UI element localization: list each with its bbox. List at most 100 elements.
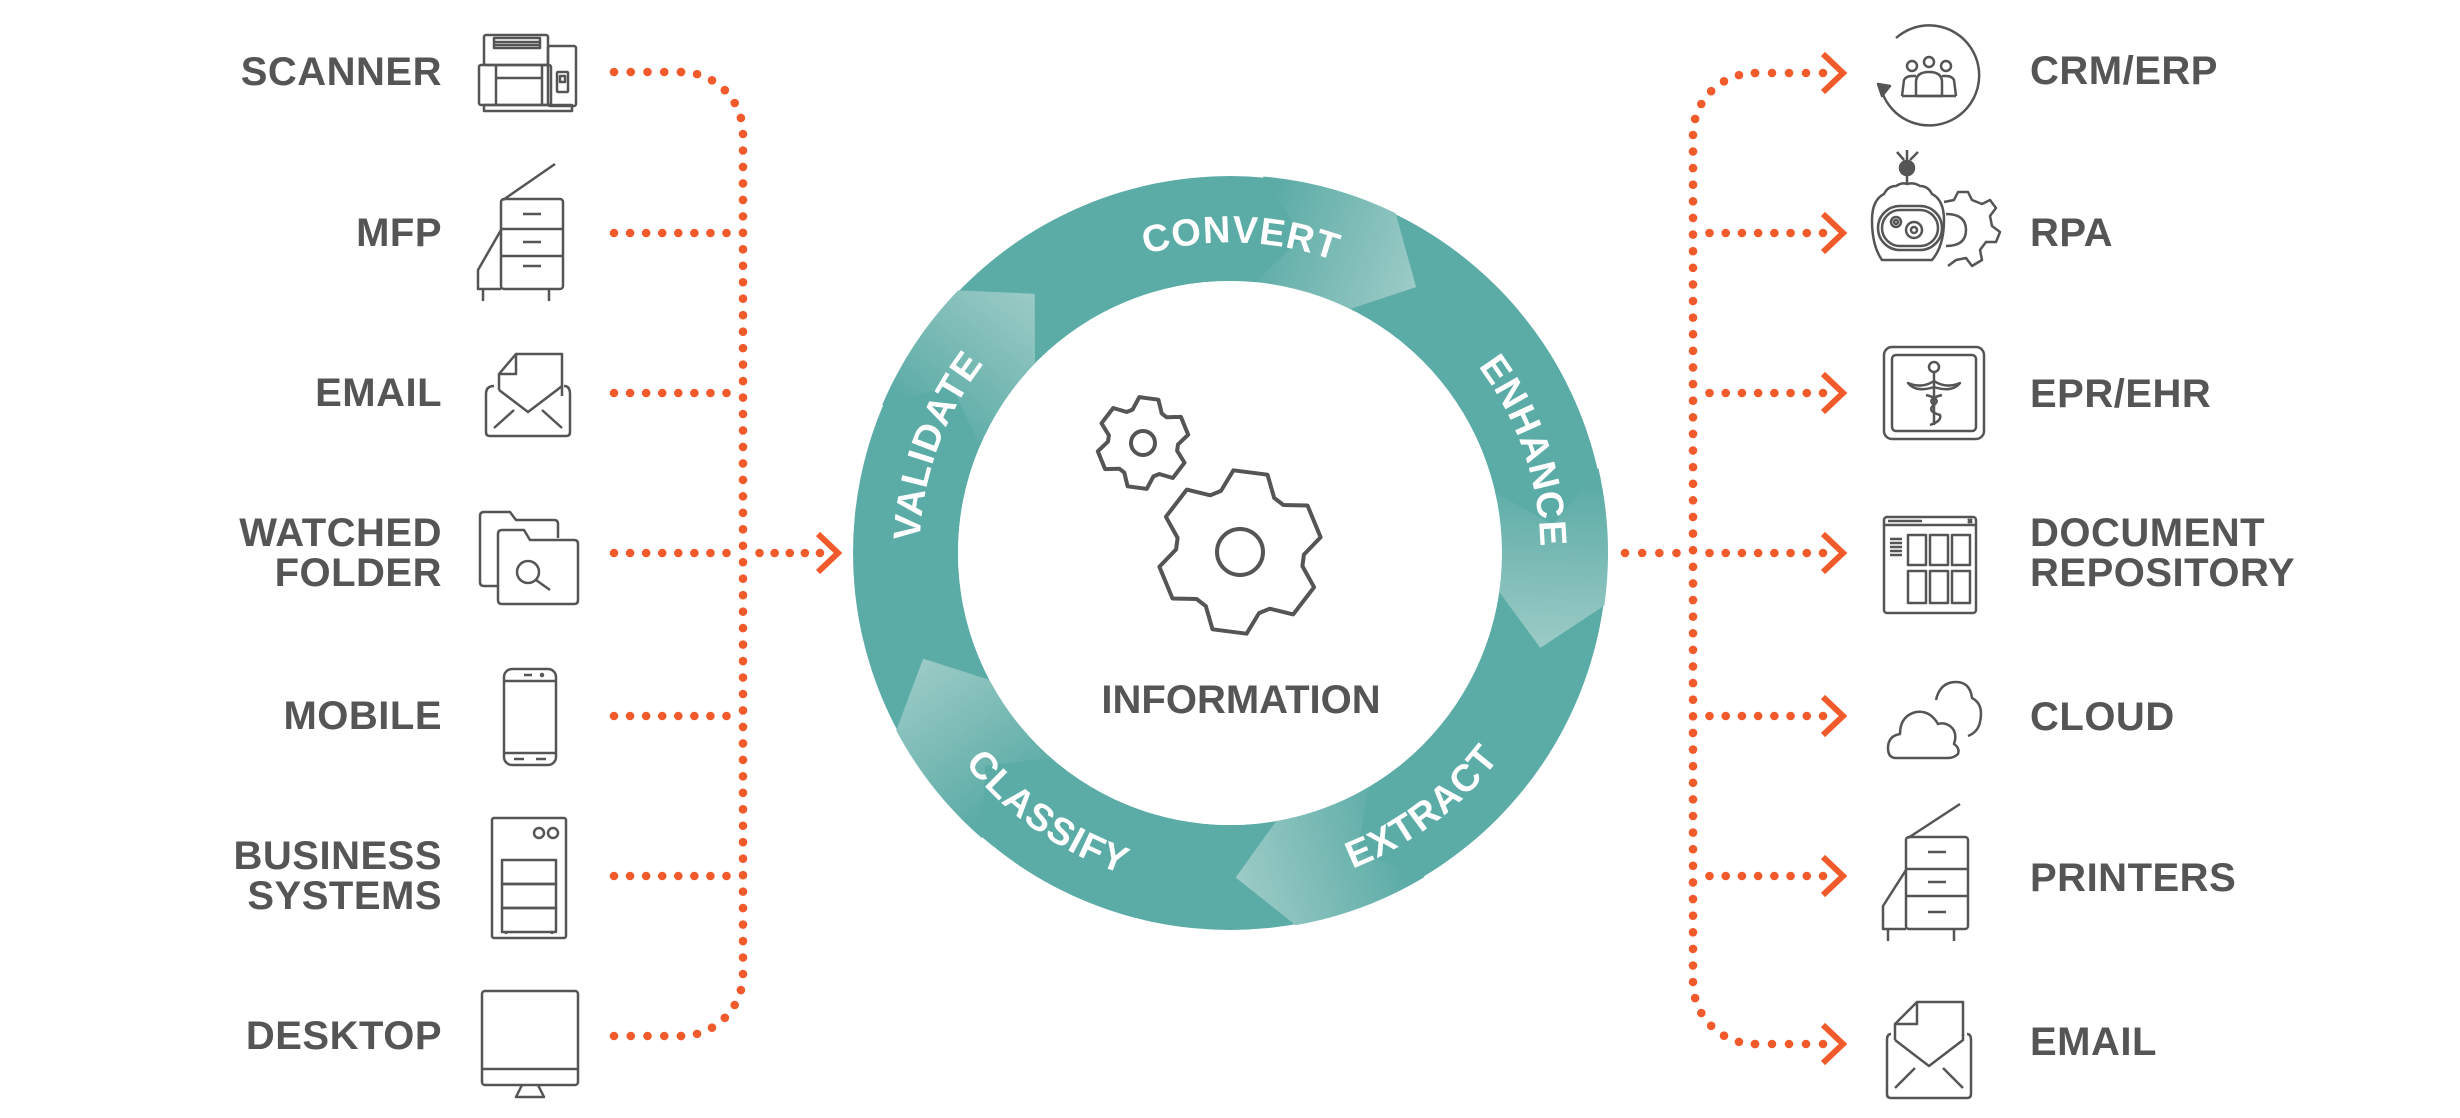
connector-dot <box>722 228 731 238</box>
connector-dot <box>1767 68 1777 78</box>
connector-dot <box>770 548 779 558</box>
connector-dot <box>643 67 652 77</box>
connector-dot <box>1719 77 1729 86</box>
connector-dot <box>738 772 748 781</box>
output-label-rpa: RPA <box>2030 213 2430 253</box>
connector-dot <box>738 376 748 386</box>
input-label-text: SYSTEMS <box>247 874 442 918</box>
input-label-text: FOLDER <box>274 551 442 595</box>
connector-dot <box>706 388 715 398</box>
connector-dot <box>690 228 699 238</box>
connector-input-1 <box>609 228 731 238</box>
connector-dot <box>641 388 651 398</box>
connector-dot <box>690 711 699 721</box>
connector-dot <box>1706 1021 1716 1031</box>
cycle-arrowhead-highlight <box>896 658 1053 839</box>
connector-dot <box>1688 130 1698 140</box>
connector-dot <box>1737 228 1747 238</box>
connector-dot <box>1786 388 1795 398</box>
connector-dot <box>1770 711 1779 721</box>
connector-dot <box>1770 548 1779 558</box>
connector-dot <box>738 920 748 929</box>
connector-dot <box>738 673 748 682</box>
connector-dot <box>1688 645 1698 655</box>
connector-dot <box>1688 412 1698 422</box>
connector-dot <box>706 228 715 238</box>
server-icon <box>490 816 568 940</box>
output-label-epr-ehr: EPR/EHR <box>2030 374 2430 414</box>
arrow-output-3 <box>1820 531 1848 575</box>
connector-dot <box>626 67 636 77</box>
connector-dot <box>625 871 635 881</box>
connector-dot <box>738 722 748 732</box>
input-label-mobile: MOBILE <box>22 696 442 736</box>
connector-input-2 <box>609 388 731 398</box>
connector-dot <box>1753 388 1763 398</box>
connector-dot <box>690 548 699 558</box>
connector-dot <box>1705 388 1714 398</box>
connector-dot <box>692 1029 702 1039</box>
connector-dot <box>738 953 748 962</box>
watched-folder-icon <box>478 510 580 606</box>
connector-dot <box>1802 871 1812 881</box>
connector-dot <box>609 871 619 881</box>
connector-dot <box>1688 545 1698 555</box>
connector-dot <box>1688 496 1698 505</box>
connector-dot <box>1688 878 1698 887</box>
connector-dot <box>1688 280 1698 289</box>
connector-dot <box>738 607 748 616</box>
connector-dot <box>1688 230 1698 239</box>
connector-dot <box>1697 1008 1706 1018</box>
connector-dot <box>609 67 619 77</box>
connector-dot <box>1753 228 1763 238</box>
connector-output-0 <box>1750 68 1828 78</box>
connector-dot <box>738 903 748 913</box>
connector-dot <box>1688 396 1698 405</box>
connector-input-5 <box>609 871 731 881</box>
cycle-arrowhead-highlight <box>1235 785 1425 926</box>
connector-right-bottom-curve <box>1688 977 1760 1049</box>
scanner-icon <box>478 34 578 112</box>
small-gear-icon <box>1095 395 1191 491</box>
connector-dot <box>738 541 748 551</box>
connector-dot <box>738 755 748 765</box>
medical-caduceus-icon <box>1882 345 1986 441</box>
connector-dot <box>722 548 731 558</box>
arrow-output-2 <box>1820 371 1848 415</box>
connector-dot <box>738 393 748 402</box>
connector-dot <box>1818 228 1828 238</box>
connector-dot <box>1688 379 1698 389</box>
connector-dot <box>609 388 619 398</box>
connector-dot <box>738 360 748 369</box>
connector-dot <box>707 76 717 85</box>
connector-output-2 <box>1705 388 1828 398</box>
connector-dot <box>1688 595 1698 605</box>
connector-dot <box>738 524 748 534</box>
connector-dot <box>738 640 748 649</box>
connector-to-cycle <box>755 548 825 558</box>
connector-dot <box>626 1031 636 1041</box>
output-label-text: CLOUD <box>2030 695 2175 739</box>
connector-dot <box>738 557 748 567</box>
connector-dot <box>1688 180 1698 190</box>
connector-dot <box>738 574 748 584</box>
cycle-arrowhead-highlight <box>1494 467 1608 648</box>
connector-dot <box>738 245 748 254</box>
center-label-information: INFORMATION <box>1101 678 1381 722</box>
connector-dot <box>1688 695 1698 705</box>
connector-dot <box>1688 977 1698 987</box>
connector-scanner <box>609 67 686 77</box>
connector-dot <box>1637 548 1647 558</box>
connector-dot <box>706 711 715 721</box>
connector-dot <box>1688 462 1698 472</box>
connector-dot <box>1818 871 1828 881</box>
input-label-text: WATCHED <box>239 511 442 555</box>
cycle-arrowhead-highlight <box>1253 176 1417 310</box>
crm-cycle-icon <box>1876 26 1982 130</box>
connector-dot <box>1697 99 1706 109</box>
connector-dot <box>1688 844 1698 854</box>
arrow-output-1 <box>1820 211 1848 255</box>
